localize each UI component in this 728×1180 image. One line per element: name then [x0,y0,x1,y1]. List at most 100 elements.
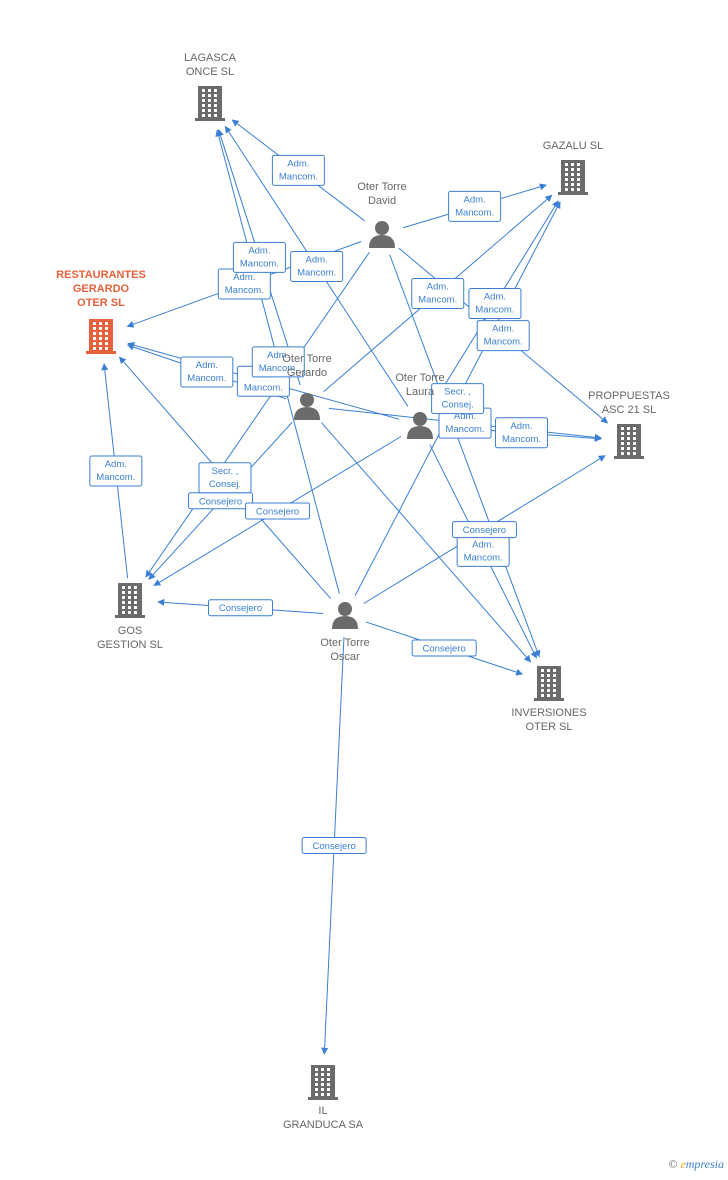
node-label: Oter Torre [320,637,369,649]
company-node-gazalu[interactable]: GAZALU SL [543,140,604,195]
node-label: ASC 21 SL [602,404,656,416]
node-label: Oscar [330,651,360,663]
edge-label-text: Mancom. [244,382,283,393]
edge-label-text: Mancom. [279,171,318,182]
edge-label-text: Adm. [105,459,127,470]
node-label: GOS [118,625,142,637]
edge-label-text: Consejero [256,506,299,517]
edge-label-text: Mancom. [187,373,226,384]
node-label: IL [318,1105,327,1117]
company-node-il_granduca[interactable]: IL GRANDUCA SA [283,1065,364,1131]
edge-label-text: Adm. [510,421,532,432]
node-label: Oter Torre [357,181,406,193]
building-icon [534,666,564,701]
edge-label-laura-lagasca: Adm.Mancom. [290,251,344,283]
edge-label-text: Consej. [209,479,241,490]
edge-label-david-proppuestas: Adm. Mancom. [476,320,530,352]
edge-label-text: Adm. [287,158,309,169]
edge-label-text: Mancom. [502,434,541,445]
node-label: PROPPUESTAS [588,390,670,402]
node-label: GESTION SL [97,639,163,651]
building-icon [195,86,225,121]
edge-label-david-restaurantes: Adm. Mancom. [217,268,271,300]
edge-label-text: Adm. [454,411,476,422]
edge-label-text: Consejero [199,496,242,507]
person-icon [369,221,395,248]
building-icon [86,319,116,354]
edge-label-gerardo-restaurantes: Adm. Mancom. [180,356,234,388]
edge-label-oscar-gos: Consejero [207,599,273,617]
edge-label-text: Adm. [464,194,486,205]
edge-label-text: Mancom. [96,472,135,483]
edge-label-text: Mancom. [225,285,264,296]
edge-label-oscar-gazalu: Secr. ,Consej. [431,383,485,415]
edge-label-text: Mancom. [259,363,298,374]
edge-label-text: Secr. , [212,466,239,477]
company-node-gos[interactable]: GOS GESTION SL [97,583,163,651]
edge-label-laura-proppuestas: Adm. Mancom. [495,417,549,449]
edge-label-gerardo-proppuestas: Adm. Mancom. [438,407,492,439]
company-node-restaurantes[interactable]: RESTAURANTES GERARDO OTER SL [56,269,146,354]
edge-label-laura-inversiones: Adm.Mancom. [456,535,510,567]
edge-label-text: Adm. [427,281,449,292]
edge-label-gerardo-gazalu: Adm. Mancom. [411,277,465,309]
edge-label-text: Adm. [196,360,218,371]
brand-logo-text: mpresia [685,1157,724,1171]
edge-label-david-lagasca: Adm. Mancom. [271,154,325,186]
edge-label-text: Adm. [248,245,270,256]
building-icon [614,424,644,459]
company-node-proppuestas[interactable]: PROPPUESTAS ASC 21 SL [588,390,670,459]
node-label: Oter Torre [282,353,331,365]
company-node-inversiones[interactable]: INVERSIONES OTER SL [511,666,587,733]
edge-label-text: Mancom. [418,294,457,305]
person-icon [332,602,358,629]
node-label: OTER SL [525,721,572,733]
edge-label-text: Consejero [463,525,506,536]
node-label: ONCE SL [186,66,234,78]
edge-gerardo-inversiones [321,422,532,663]
edge-david-gos [145,251,370,578]
person-icon [407,412,433,439]
edge-david-inversiones [389,254,541,658]
edge-label-gerardo-lagasca: Adm. Mancom. [232,241,286,273]
edge-label-text: Adm. [267,350,289,361]
node-label: Laura [406,386,435,398]
building-icon [308,1065,338,1100]
edge-label-oscar-proppuestas: Consejero [451,521,517,539]
edge-label-laura-gos: Consejero [245,502,311,520]
edge-label-text: Mancom. [484,337,523,348]
node-label: Oter Torre [395,372,444,384]
edge-label-oscar-il_granduca: Consejero [301,837,367,855]
node-label: LAGASCA [184,52,237,64]
edge-label-text: Secr. , [444,387,471,398]
edge-label-text: Adm. [233,272,255,283]
edge-label-text: Mancom. [455,207,494,218]
edge-label-gos-restaurantes: Adm. Mancom. [89,455,143,487]
edges-layer [101,119,609,1055]
edge-label-text: Adm. [306,255,328,266]
edge-label-oscar-inversiones: Consejero [411,639,477,657]
node-label: Gerardo [287,367,327,379]
edge-label-text: Consejero [312,841,355,852]
edge-labels-layer: Adm. Mancom. Adm. Mancom. Adm. Mancom. Adm. Man… [89,154,549,855]
node-label: RESTAURANTES [56,269,146,281]
node-label: OTER SL [77,297,125,309]
edge-label-oscar-lagasca: Adm. Mancom. [251,346,305,378]
edge-label-text: Mancom. [240,258,279,269]
edge-label-david-gazalu: Adm. Mancom. [448,190,502,222]
node-label: GRANDUCA SA [283,1119,364,1131]
edge-label-text: Adm. [492,324,514,335]
person-icon [294,393,320,420]
node-label: INVERSIONES [511,707,586,719]
edge-label-text: Mancom. [445,424,484,435]
brand-logo-initial: e [680,1157,686,1171]
company-node-lagasca[interactable]: LAGASCA ONCE SL [184,52,237,121]
building-icon [115,583,145,618]
building-icon [558,160,588,195]
edge-label-text: Mancom. [464,552,503,563]
node-label: GERARDO [73,283,130,295]
